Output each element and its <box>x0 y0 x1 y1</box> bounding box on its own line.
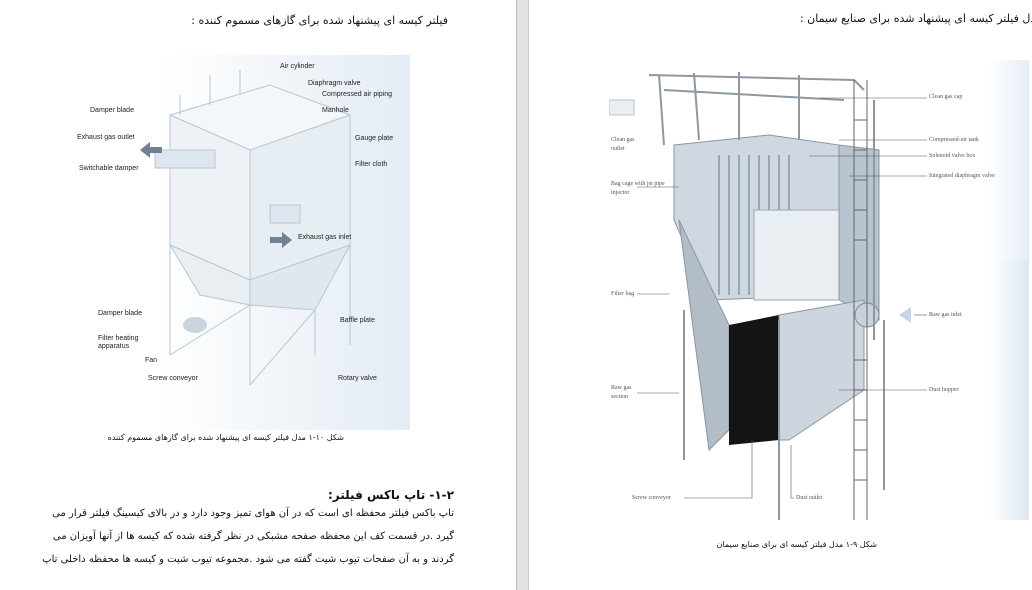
fig-label-integrated-diaphragm-valve: Integrated diaphragm valve <box>929 173 995 179</box>
fig-label-screw-conveyor: Screw conveyor <box>632 495 671 501</box>
cement-bag-filter-figure: Clean gas cap Clean gas outlet Compresse… <box>609 60 1029 540</box>
paragraph-line: گیرد .در قسمت کف این محفظه صفحه مشبکی در… <box>52 531 454 542</box>
left-page: فیلتر کیسه ای پیشنهاد شده برای گازهای مس… <box>4 14 454 571</box>
fig-label-rotary-valve: Rotary valve <box>338 375 377 382</box>
fig-label-raw-gas-inlet: Raw gas inlet <box>929 312 962 318</box>
fig-label-diaphragm-valve: Diaphragm valve <box>308 80 361 87</box>
right-page-heading: مدل فیلتر کیسه ای پیشنهاد شده برای صنایع… <box>799 12 1032 25</box>
fig-label-exhaust-gas-inlet: Exhaust gas inlet <box>298 234 352 241</box>
paragraph-line: گردند و به آن صفحات تیوب شیت گفته می شود… <box>42 554 454 565</box>
fig-label-compressed-air-tank: Compressed-air tank <box>929 137 979 143</box>
fig-label-dust-outlet: Dust outlet <box>796 495 823 501</box>
fig-label-screw-conveyor: Screw conveyor <box>148 375 198 382</box>
fig-label-dust-hopper: Dust hopper <box>929 387 959 393</box>
right-page: مدل فیلتر کیسه ای پیشنهاد شده برای صنایع… <box>529 0 1032 590</box>
fig-label-damper-blade-top: Damper blade <box>90 107 134 114</box>
fig-label-filter-bag: Filter bag <box>611 291 635 297</box>
fig-label-solenoid-valve-box: Solenoid valve box <box>929 153 976 159</box>
fig-label-filter-heating-apparatus: Filter heating apparatus <box>98 335 139 350</box>
cement-bag-filter-diagram <box>609 72 927 520</box>
fig-label-compressed-air-piping: Compressed air piping <box>322 91 393 98</box>
right-figure-caption: شکل ۹-۱ مدل فیلتر کیسه ای برای صنایع سیم… <box>716 540 877 549</box>
section-title: ۱-۲- تاپ باکس فیلتر: <box>328 488 454 502</box>
fig-label-air-cylinder: Air cylinder <box>280 63 315 70</box>
toxic-gas-bag-filter-figure: Air cylinder Diaphragm valve Compressed … <box>60 55 415 435</box>
fig-label-damper-blade-bottom: Damper blade <box>98 310 142 317</box>
fig-label-fan: Fan <box>145 357 158 364</box>
fig-label-manhole: Manhole <box>322 107 349 114</box>
section-paragraph: تاپ باکس فیلتر محفظه ای است که در آن هوا… <box>4 502 454 571</box>
fig-label-gauge-plate: Gauge plate <box>355 135 394 142</box>
bag-filter-diagram <box>140 70 352 386</box>
fig-label-clean-gas-outlet: Clean gas outlet <box>611 137 635 152</box>
fig-label-bag-cage: Bag cage with jet pipe injector <box>611 181 665 196</box>
fig-label-switchable-damper: Switchable damper <box>79 165 139 172</box>
left-page-heading: فیلتر کیسه ای پیشنهاد شده برای گازهای مس… <box>191 14 448 27</box>
fig-label-clean-gas-cap: Clean gas cap <box>929 94 963 100</box>
fig-label-exhaust-gas-outlet: Exhaust gas outlet <box>77 134 135 141</box>
left-figure-caption: شکل ۱۰-۱ مدل فیلتر کیسه ای پیشنهاد شده ب… <box>107 433 344 442</box>
paragraph-line: تاپ باکس فیلتر محفظه ای است که در آن هوا… <box>52 508 454 519</box>
page-gutter <box>516 0 529 590</box>
fig-label-baffle-plate: Baffle plate <box>340 317 375 324</box>
fig-label-filter-cloth: Filter cloth <box>355 161 388 168</box>
fig-label-raw-gas-section: Raw gas section <box>611 385 632 400</box>
